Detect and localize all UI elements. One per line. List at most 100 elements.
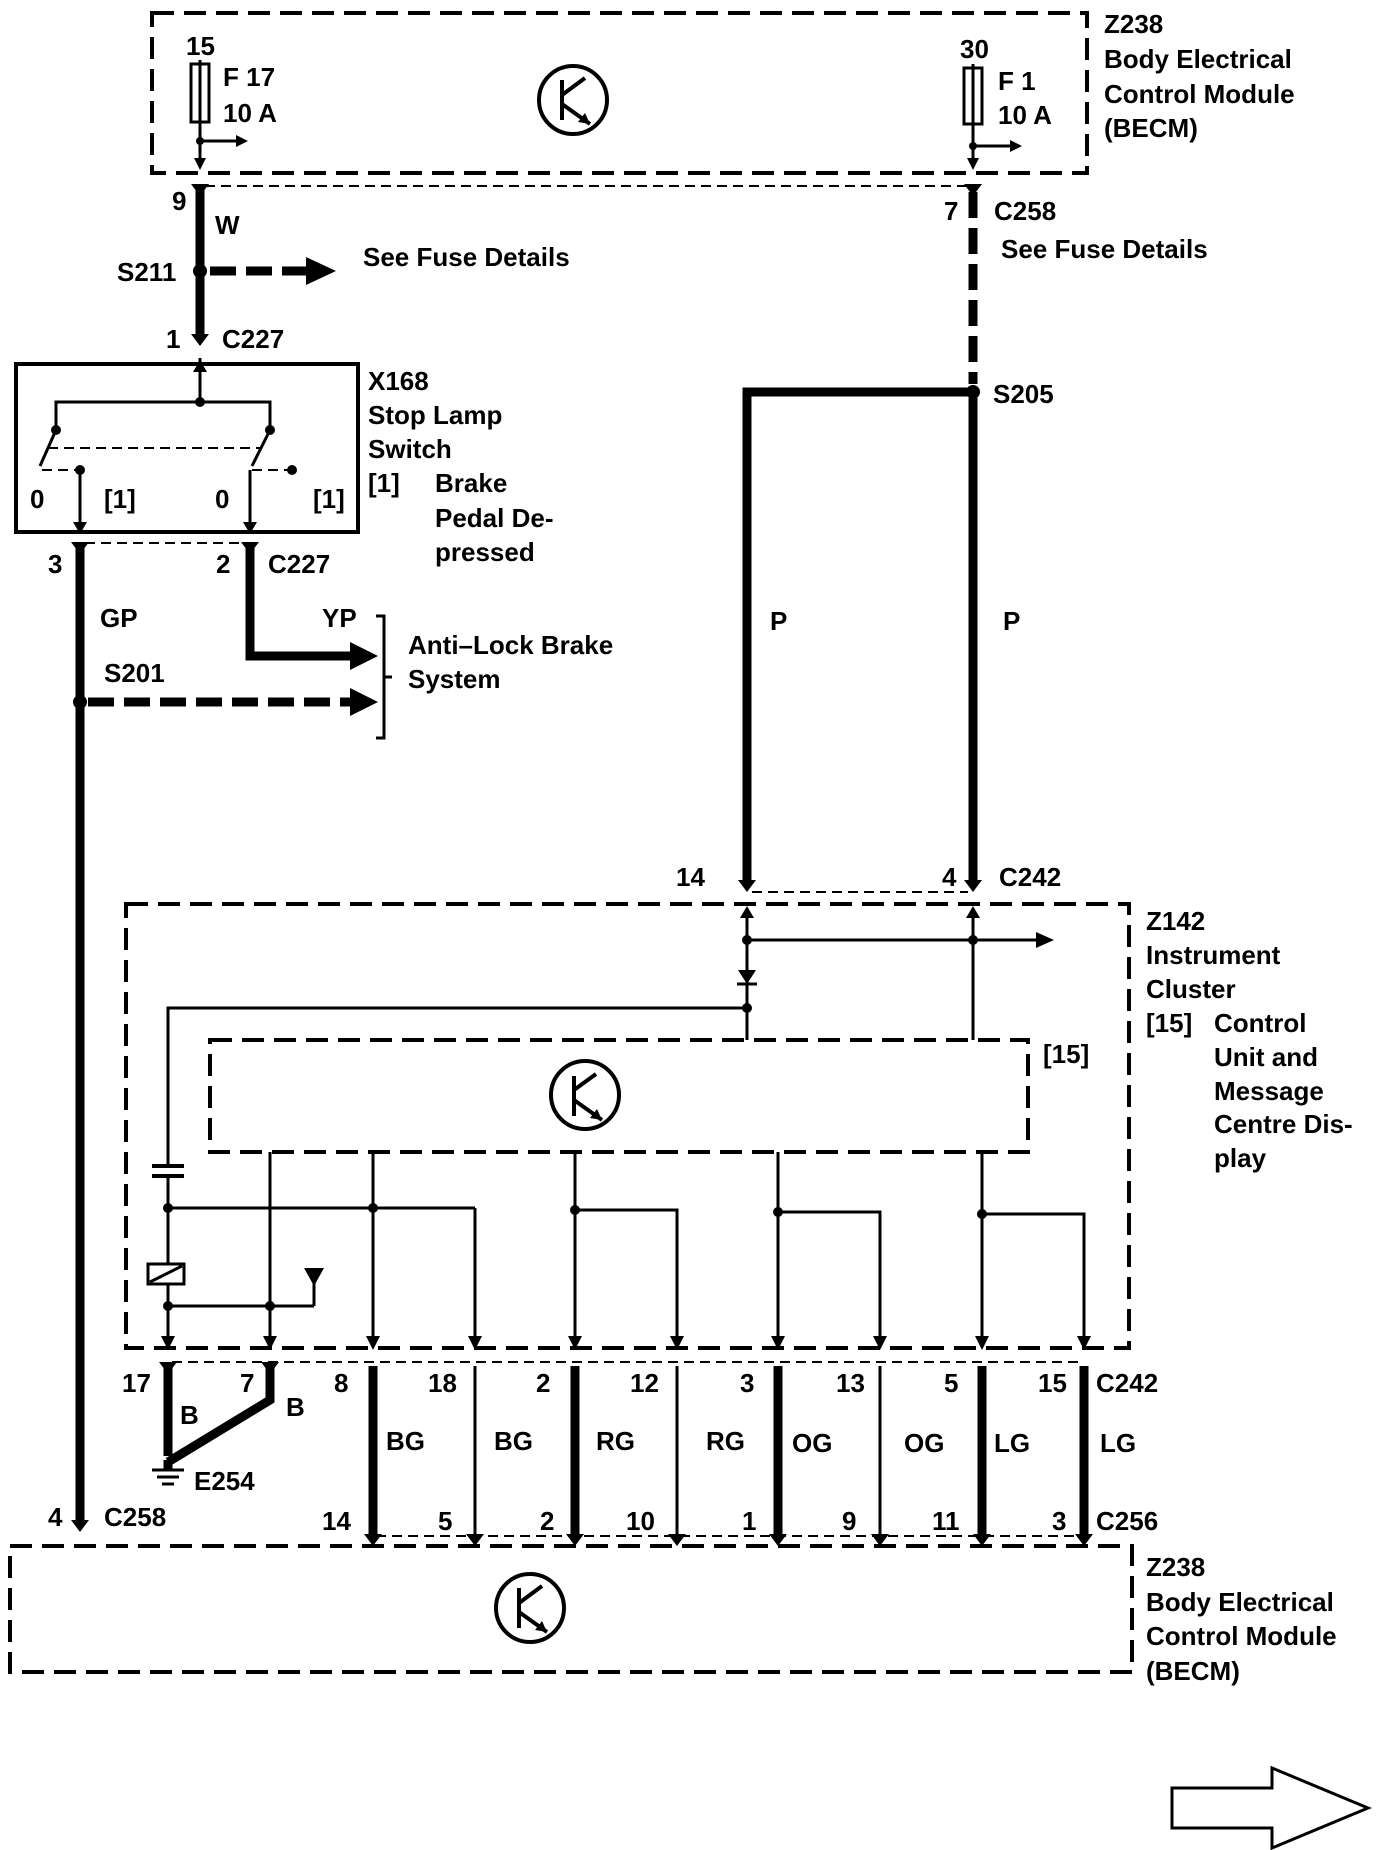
cluster-top-connector: C242: [999, 862, 1061, 892]
switch-name-1: Stop Lamp: [368, 400, 502, 430]
right-see-fuse-details: See Fuse Details: [1001, 234, 1208, 264]
bottom-becm-name-1: Body Electrical: [1146, 1587, 1334, 1617]
switch-out-pin-left: 3: [48, 549, 62, 579]
top-becm-name-1: Body Electrical: [1104, 44, 1292, 74]
c256-pin-2: 2: [540, 1506, 554, 1536]
fuse-f17-name: F 17: [223, 62, 275, 92]
cluster-note-4: Centre Dis-: [1214, 1109, 1353, 1139]
bottom-becm-id: Z238: [1146, 1552, 1205, 1582]
c242-bottom-label: C242: [1096, 1368, 1158, 1398]
switch-note-ref: [1]: [368, 468, 400, 498]
splice-s205: S205: [993, 379, 1054, 409]
c256-pin-9: 9: [842, 1506, 856, 1536]
c256-pin-14: 14: [322, 1506, 351, 1536]
top-becm-name-3: (BECM): [1104, 113, 1198, 143]
fuse-f17-terminal: 15: [186, 31, 215, 61]
c242-pin-7: 7: [240, 1368, 254, 1398]
c242-pin-18: 18: [428, 1368, 457, 1398]
left-feed-circuit: 9 W S211 See Fuse Details 1 C227: [117, 184, 570, 354]
switch-note-2: Pedal De-: [435, 503, 554, 533]
switch-out-connector: C227: [268, 549, 330, 579]
cluster-note-5: play: [1214, 1143, 1267, 1173]
wire-color-bg-1: BG: [386, 1426, 425, 1456]
bottom-becm-module: Z238 Body Electrical Control Module (BEC…: [8, 1544, 1337, 1686]
right-feed-wire-color-left: P: [770, 606, 787, 636]
c256-label: C256: [1096, 1506, 1158, 1536]
c242-pin-3: 3: [740, 1368, 754, 1398]
left-feed-wire-color: W: [215, 210, 240, 240]
switch-note-1: Brake: [435, 468, 507, 498]
left-feed-conn-pin: 1: [166, 324, 180, 354]
wire-color-lg-1: LG: [994, 1428, 1030, 1458]
abs-name-1: Anti–Lock Brake: [408, 630, 613, 660]
abs-branch: GP YP S201 Anti–Lock Brake System: [71, 542, 613, 1520]
switch-note-3: pressed: [435, 537, 535, 567]
c242-pin-17: 17: [122, 1368, 151, 1398]
cluster-note-2: Unit and: [1214, 1042, 1318, 1072]
cluster-note-1: Control: [1214, 1008, 1306, 1038]
c256-pin-3: 3: [1052, 1506, 1066, 1536]
fuse-f17: 15 F 17 10 A: [186, 31, 277, 170]
bottom-harness: 17 7 8 18 2 12 3 13 5 15 C242 E254 B B: [48, 1361, 1158, 1546]
wire-color-og-1: OG: [792, 1428, 832, 1458]
c256-pin-11: 11: [932, 1506, 960, 1536]
switch-contact-left-1: [1]: [104, 484, 136, 514]
cluster-name-1: Instrument: [1146, 940, 1281, 970]
next-page-arrow-icon[interactable]: [1170, 1765, 1372, 1850]
c256-pin-1: 1: [742, 1506, 756, 1536]
cluster-note-3: Message: [1214, 1076, 1324, 1106]
fuse-f1-name: F 1: [998, 66, 1036, 96]
top-becm-transistor-icon: [537, 64, 609, 136]
stop-lamp-switch: 0 [1] 0 [1] X168 Stop Lamp Switch [1] Br…: [14, 358, 554, 567]
top-becm-box: [150, 11, 1089, 175]
switch-contact-right-0: 0: [215, 484, 229, 514]
right-feed-circuit: 7 C258 See Fuse Details S205 P P: [738, 184, 1208, 892]
wire-color-og-2: OG: [904, 1428, 944, 1458]
splice-s201: S201: [104, 658, 165, 688]
cluster-top-pin-right: 4: [942, 862, 957, 892]
instrument-cluster-box: [124, 902, 1131, 1350]
top-becm-name-2: Control Module: [1104, 79, 1295, 109]
cluster-id: Z142: [1146, 906, 1205, 936]
c256-pin-5: 5: [438, 1506, 452, 1536]
wire-color-lg-2: LG: [1100, 1428, 1136, 1458]
ground-e254: E254: [194, 1466, 255, 1496]
fuse-f17-rating: 10 A: [223, 98, 277, 128]
left-see-fuse-details: See Fuse Details: [363, 242, 570, 272]
left-feed-pin: 9: [172, 186, 186, 216]
wire-color-yp: YP: [322, 603, 357, 633]
wire-color-b-1: B: [180, 1400, 199, 1430]
control-unit-transistor-icon: [549, 1059, 621, 1131]
top-becm-id: Z238: [1104, 9, 1163, 39]
abs-name-2: System: [408, 664, 501, 694]
cluster-top-pin-left: 14: [676, 862, 705, 892]
right-feed-pin: 7: [944, 196, 958, 226]
c242-pin-13: 13: [836, 1368, 865, 1398]
instrument-cluster: 14 4 C242 [15]: [124, 862, 1353, 1350]
bottom-becm-box: [8, 1544, 1134, 1674]
c242-pin-8: 8: [334, 1368, 348, 1398]
wire-color-bg-2: BG: [494, 1426, 533, 1456]
splice-s211: S211: [117, 257, 176, 287]
c258-bottom-label: C258: [104, 1502, 166, 1532]
control-unit-box: [208, 1038, 1030, 1154]
c258-pin-4: 4: [48, 1502, 63, 1532]
wire-color-b-2: B: [286, 1392, 305, 1422]
bottom-becm-transistor-icon: [494, 1572, 566, 1644]
fuse-f1: 30 F 1 10 A: [960, 34, 1052, 170]
inner-ref: [15]: [1043, 1039, 1089, 1069]
switch-contact-right-1: [1]: [313, 484, 345, 514]
cluster-name-2: Cluster: [1146, 974, 1236, 1004]
wire-color-rg-2: RG: [706, 1426, 745, 1456]
c256-pin-10: 10: [626, 1506, 655, 1536]
right-feed-connector: C258: [994, 196, 1056, 226]
switch-out-pin-right: 2: [216, 549, 230, 579]
top-becm-module: 15 F 17 10 A 30 F 1 10 A Z238 Body Elec: [150, 9, 1295, 175]
left-feed-connector: C227: [222, 324, 284, 354]
right-feed-wire-color-right: P: [1003, 606, 1020, 636]
switch-id: X168: [368, 366, 429, 396]
wire-color-rg-1: RG: [596, 1426, 635, 1456]
cluster-note-ref: [15]: [1146, 1008, 1192, 1038]
c242-pin-15: 15: [1038, 1368, 1067, 1398]
